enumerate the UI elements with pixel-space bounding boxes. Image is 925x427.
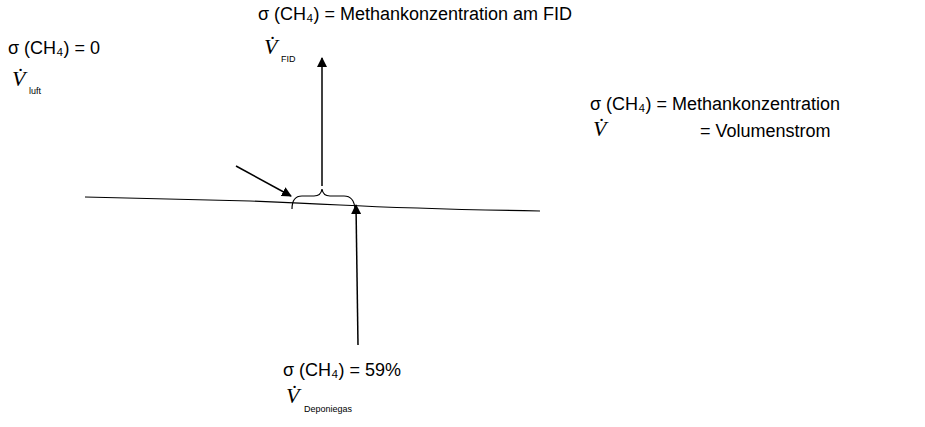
air-flow-arrow <box>236 166 291 196</box>
flow-symbol: V̇ <box>264 34 277 59</box>
flow-subscript: Deponiegas <box>304 404 352 414</box>
flow-symbol: V̇ <box>12 66 25 91</box>
landfill-gas-arrow <box>356 205 358 345</box>
concentration-label: σ (CH₄) = Methankonzentration am FID <box>258 4 572 25</box>
legend-label: σ (CH₄) = Methankonzentration <box>590 94 840 115</box>
concentration-label: σ (CH₄) = 59% <box>283 360 401 381</box>
concentration-label: σ (CH₄) = 0 <box>8 38 100 59</box>
flow-symbol: V̇ <box>286 383 299 408</box>
flow-symbol: V̇ <box>593 116 606 141</box>
hood-bracket <box>292 189 355 209</box>
legend-label: = Volumenstrom <box>700 121 831 142</box>
flow-subscript: FID <box>281 54 296 64</box>
fid-flow-arrow <box>321 58 323 186</box>
flow-subscript: luft <box>29 86 41 96</box>
ground-line <box>85 197 540 211</box>
